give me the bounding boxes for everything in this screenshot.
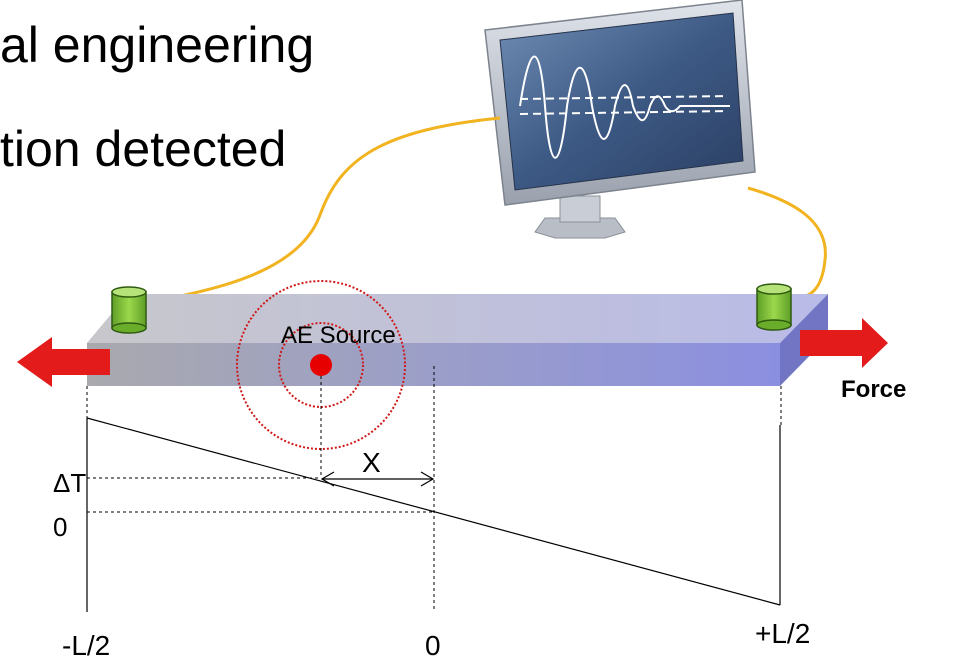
ae-source-label: AE Source <box>281 322 396 349</box>
slide-text-line-2: tion detected <box>0 121 287 177</box>
left-cable <box>147 116 501 304</box>
zero-time-label: 0 <box>53 512 67 542</box>
x-distance-arrow <box>320 471 435 487</box>
specimen-bar <box>87 294 828 386</box>
slide-text-line-1: al engineering <box>0 17 315 73</box>
axis-left-label: -L/2 <box>62 630 110 661</box>
right-sensor-icon <box>756 283 792 331</box>
axis-right-label: +L/2 <box>755 618 810 649</box>
force-label: Force <box>841 376 906 403</box>
guide-lines <box>86 366 782 612</box>
x-label: X <box>362 447 381 478</box>
axis-center-label: 0 <box>425 630 441 661</box>
left-force-arrow-icon <box>17 337 110 387</box>
ae-source-dot <box>310 354 332 376</box>
monitor-icon <box>484 0 756 239</box>
left-sensor-icon <box>111 286 147 334</box>
time-difference-plot <box>86 417 781 612</box>
right-force-arrow-icon <box>800 318 888 368</box>
delta-t-label: ΔT <box>53 468 86 498</box>
right-cable <box>747 186 827 300</box>
